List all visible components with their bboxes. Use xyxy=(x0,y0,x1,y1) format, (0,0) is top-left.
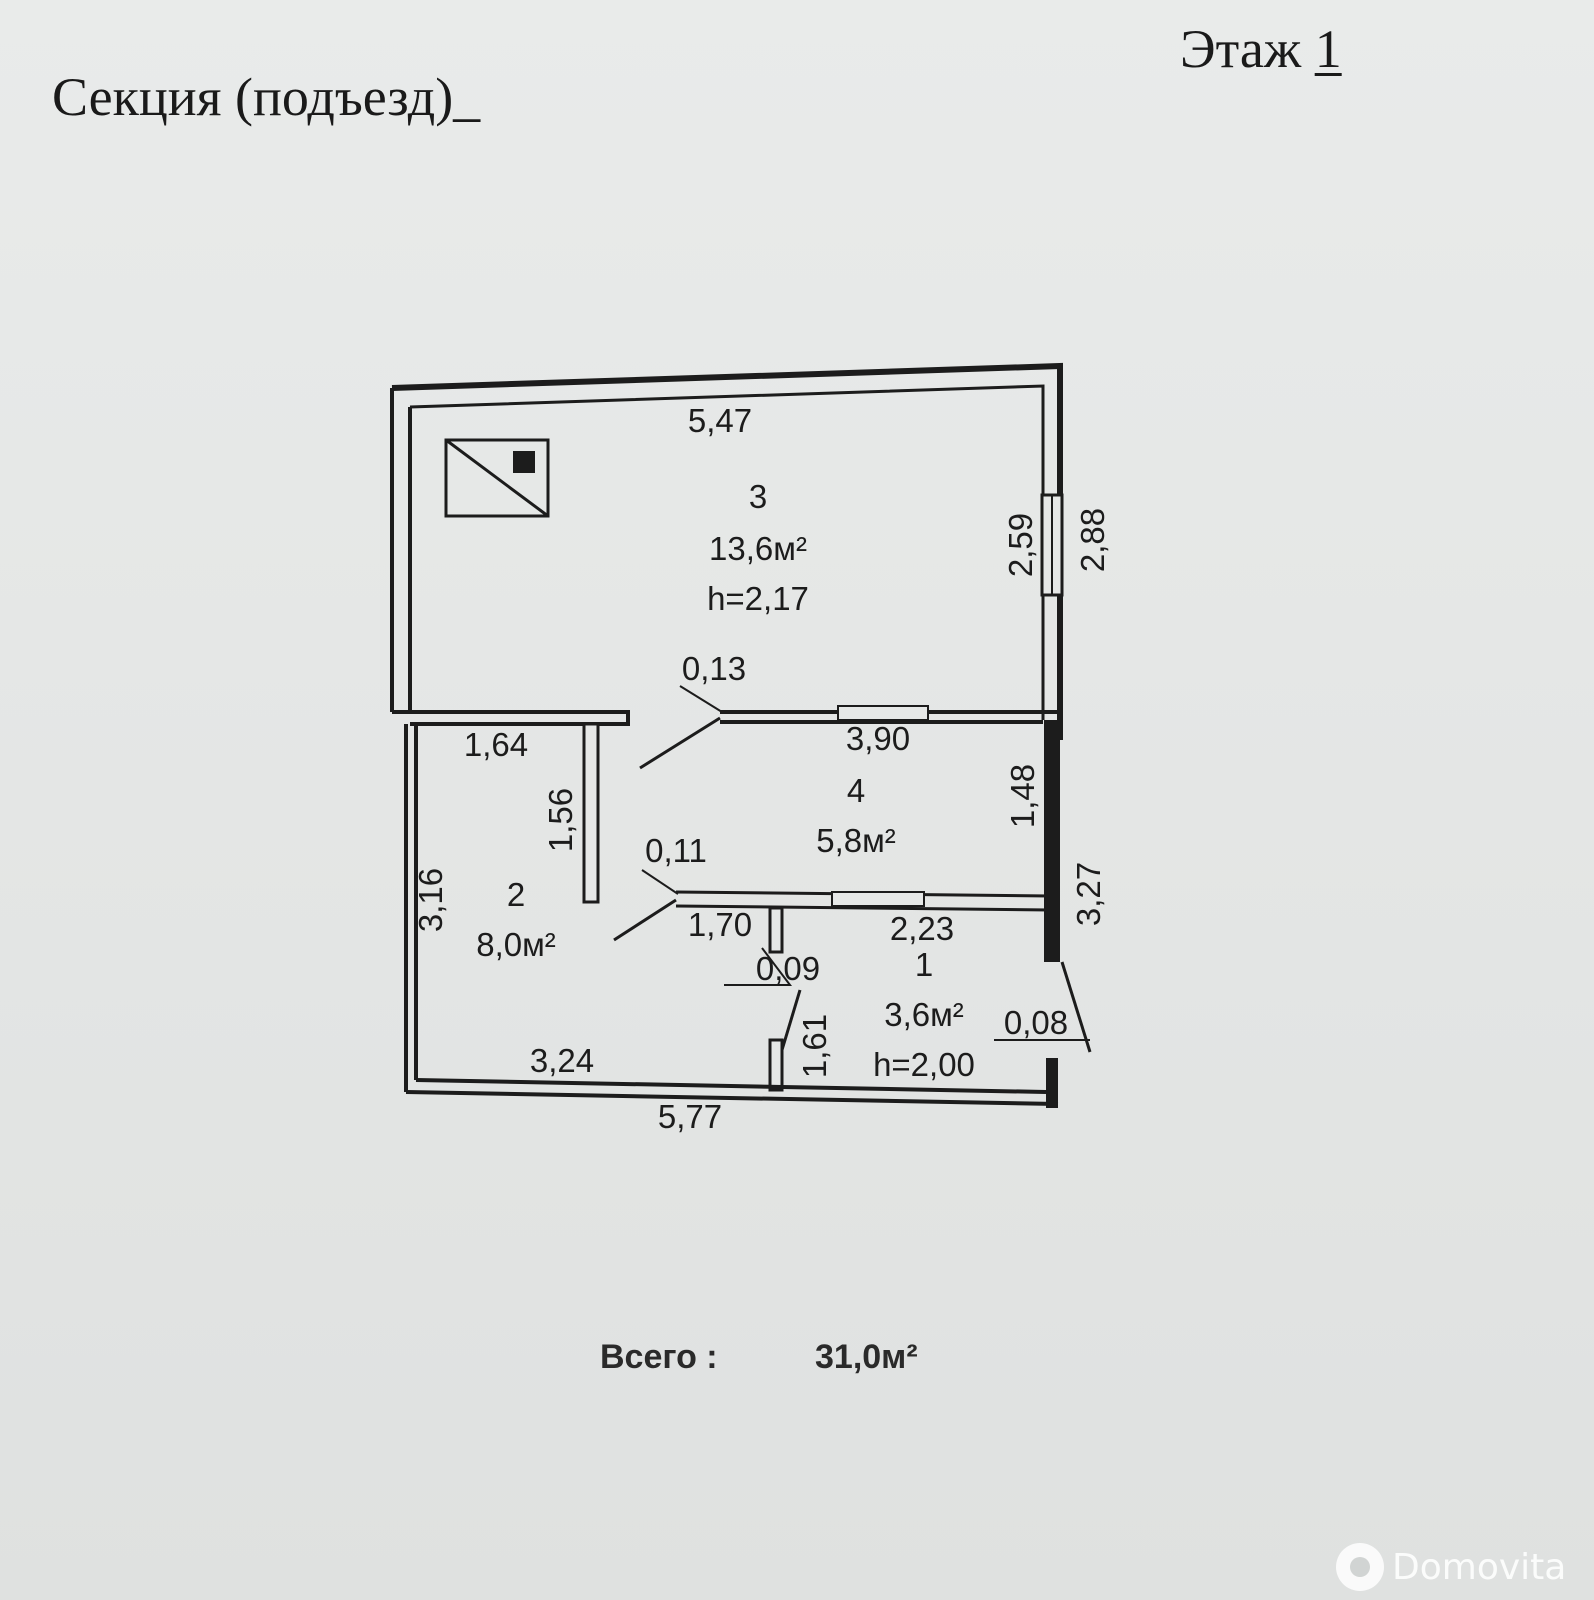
dim-top: 5,47 xyxy=(688,402,752,439)
dim-left: 3,16 xyxy=(412,868,449,932)
door-swing-room2 xyxy=(613,898,677,942)
outer-wall-top-inner xyxy=(409,384,1045,720)
floor-prefix: Этаж xyxy=(1180,19,1315,79)
outer-wall-left-room3 xyxy=(390,388,412,712)
dim-right-lower-outer: 3,27 xyxy=(1070,862,1107,926)
stove-chimney xyxy=(513,451,535,473)
room3-height: h=2,17 xyxy=(707,580,809,617)
dim-right-room3-inner: 2,59 xyxy=(1002,513,1039,577)
room1-number: 1 xyxy=(915,946,933,983)
door-leader-room1 xyxy=(724,947,793,986)
watermark: Domovita xyxy=(1336,1540,1566,1594)
door-leader-room2 xyxy=(641,869,679,895)
door-frame-room3 xyxy=(837,705,929,721)
door-swing-entry xyxy=(1060,961,1092,1053)
outer-wall-bottom xyxy=(405,1078,1059,1106)
domovita-logo-icon xyxy=(1336,1543,1384,1591)
stove-symbol xyxy=(444,438,550,518)
room2-number: 2 xyxy=(507,876,525,913)
dim-room4-bottom-wall: 3,90 xyxy=(846,720,910,757)
floor-number: 1 xyxy=(1314,19,1342,79)
room1-area: 3,6м² xyxy=(884,996,964,1033)
door-swing-room3 xyxy=(639,716,721,770)
dim-right-room3-outer: 2,88 xyxy=(1074,508,1111,572)
dim-door-room2: 0,11 xyxy=(645,832,707,869)
total-value: 31,0м² xyxy=(815,1338,918,1376)
dim-partition-room2: 1,56 xyxy=(542,788,579,852)
door-leader-room3 xyxy=(679,685,723,713)
partition-room2 xyxy=(582,722,600,904)
stove-diagonal xyxy=(445,438,549,518)
dim-room1-top: 2,23 xyxy=(890,910,954,947)
dim-room2-bottom: 3,24 xyxy=(530,1042,594,1079)
room2-area: 8,0м² xyxy=(476,926,556,963)
wall-room3-bottom-left xyxy=(392,710,630,726)
door-swing-room1 xyxy=(780,989,802,1051)
watermark-text: Domovita xyxy=(1392,1546,1567,1588)
floor-label: Этаж 1 xyxy=(1180,18,1342,80)
wall-entry-stub xyxy=(1046,1058,1058,1108)
section-label: Секция (подъезд)_ xyxy=(52,67,481,127)
room1-height: h=2,00 xyxy=(873,1046,975,1083)
door-frame-room4 xyxy=(831,891,925,907)
room3-area: 13,6м² xyxy=(709,530,807,567)
wall-right-fill xyxy=(1046,720,1058,962)
room3-number: 3 xyxy=(749,478,767,515)
room4-area: 5,8м² xyxy=(816,822,896,859)
dim-door-room1: 0,09 xyxy=(756,950,820,987)
dim-room1-partition: 1,61 xyxy=(796,1014,833,1078)
dim-door-room3: 0,13 xyxy=(682,650,746,687)
post-corridor xyxy=(768,906,784,954)
dim-room2-top: 1,64 xyxy=(464,726,528,763)
dim-bottom-outer: 5,77 xyxy=(658,1098,722,1135)
partition-room1 xyxy=(768,1038,784,1092)
dim-corridor-length: 1,70 xyxy=(688,906,752,943)
outer-wall-top xyxy=(391,362,1063,740)
dim-room4-right: 1,48 xyxy=(1004,764,1041,828)
dim-door-entry: 0,08 xyxy=(1004,1004,1068,1041)
room4-number: 4 xyxy=(847,772,865,809)
outer-wall-left-lower xyxy=(404,724,418,1092)
total-label: Всего : xyxy=(600,1338,718,1376)
